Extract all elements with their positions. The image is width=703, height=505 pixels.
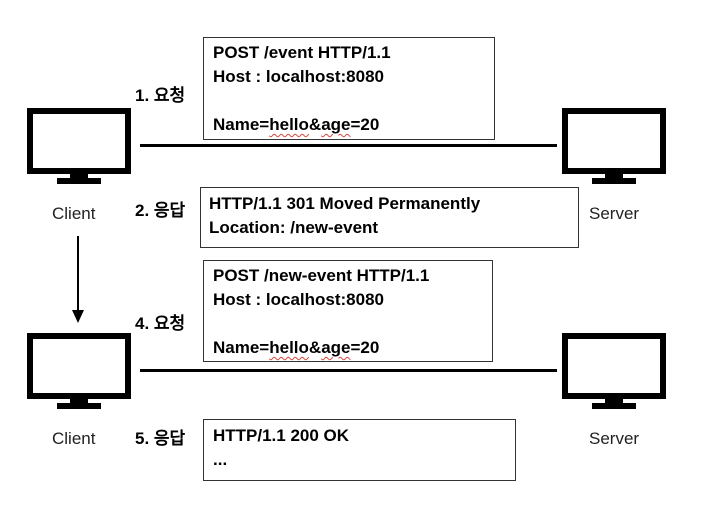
response-2-line-1: HTTP/1.1 200 OK [213,426,350,445]
param-name-1: hello [269,115,309,134]
request-box-1: POST /event HTTP/1.1 Host : localhost:80… [203,37,495,140]
response-2-line-2: ... [213,450,228,469]
param-name-1: hello [269,338,309,357]
request-1-line-2: Host : localhost:8080 [213,67,384,86]
step-5-label: 5. 응답 [135,429,186,448]
param-prefix: Name= [213,115,270,134]
client-monitor-icon-2 [27,333,131,409]
response-1-line-2: Location: /new-event [209,218,379,237]
param-suffix: =20 [350,338,380,357]
param-name-2: age [321,115,351,134]
response-1-line-1: HTTP/1.1 301 Moved Permanently [209,194,481,213]
response-box-1: HTTP/1.1 301 Moved Permanently Location:… [200,187,579,248]
request-2-line-1: POST /new-event HTTP/1.1 [213,266,430,285]
param-separator: & [308,115,322,134]
request-box-2: POST /new-event HTTP/1.1 Host : localhos… [203,260,493,362]
connection-line-1 [140,144,557,147]
server-label-1: Server [589,204,640,223]
step-2-label: 2. 응답 [135,201,186,220]
param-suffix: =20 [350,115,380,134]
client-label-1: Client [52,204,96,223]
server-monitor-icon-2 [562,333,666,409]
param-separator: & [308,338,322,357]
client-monitor-icon-1 [27,108,131,184]
server-monitor-icon-1 [562,108,666,184]
down-arrow-icon [72,236,84,323]
request-1-line-3: Name=hello&age=20 [213,113,379,137]
step-4-label: 4. 요청 [135,314,186,333]
param-prefix: Name= [213,338,270,357]
client-label-2: Client [52,429,96,448]
request-2-line-3: Name=hello&age=20 [213,336,379,360]
request-2-line-2: Host : localhost:8080 [213,290,384,309]
connection-line-2 [140,369,557,372]
request-1-line-1: POST /event HTTP/1.1 [213,43,391,62]
step-1-label: 1. 요청 [135,86,186,105]
param-name-2: age [321,338,351,357]
server-label-2: Server [589,429,640,448]
response-box-2: HTTP/1.1 200 OK ... [203,419,516,481]
